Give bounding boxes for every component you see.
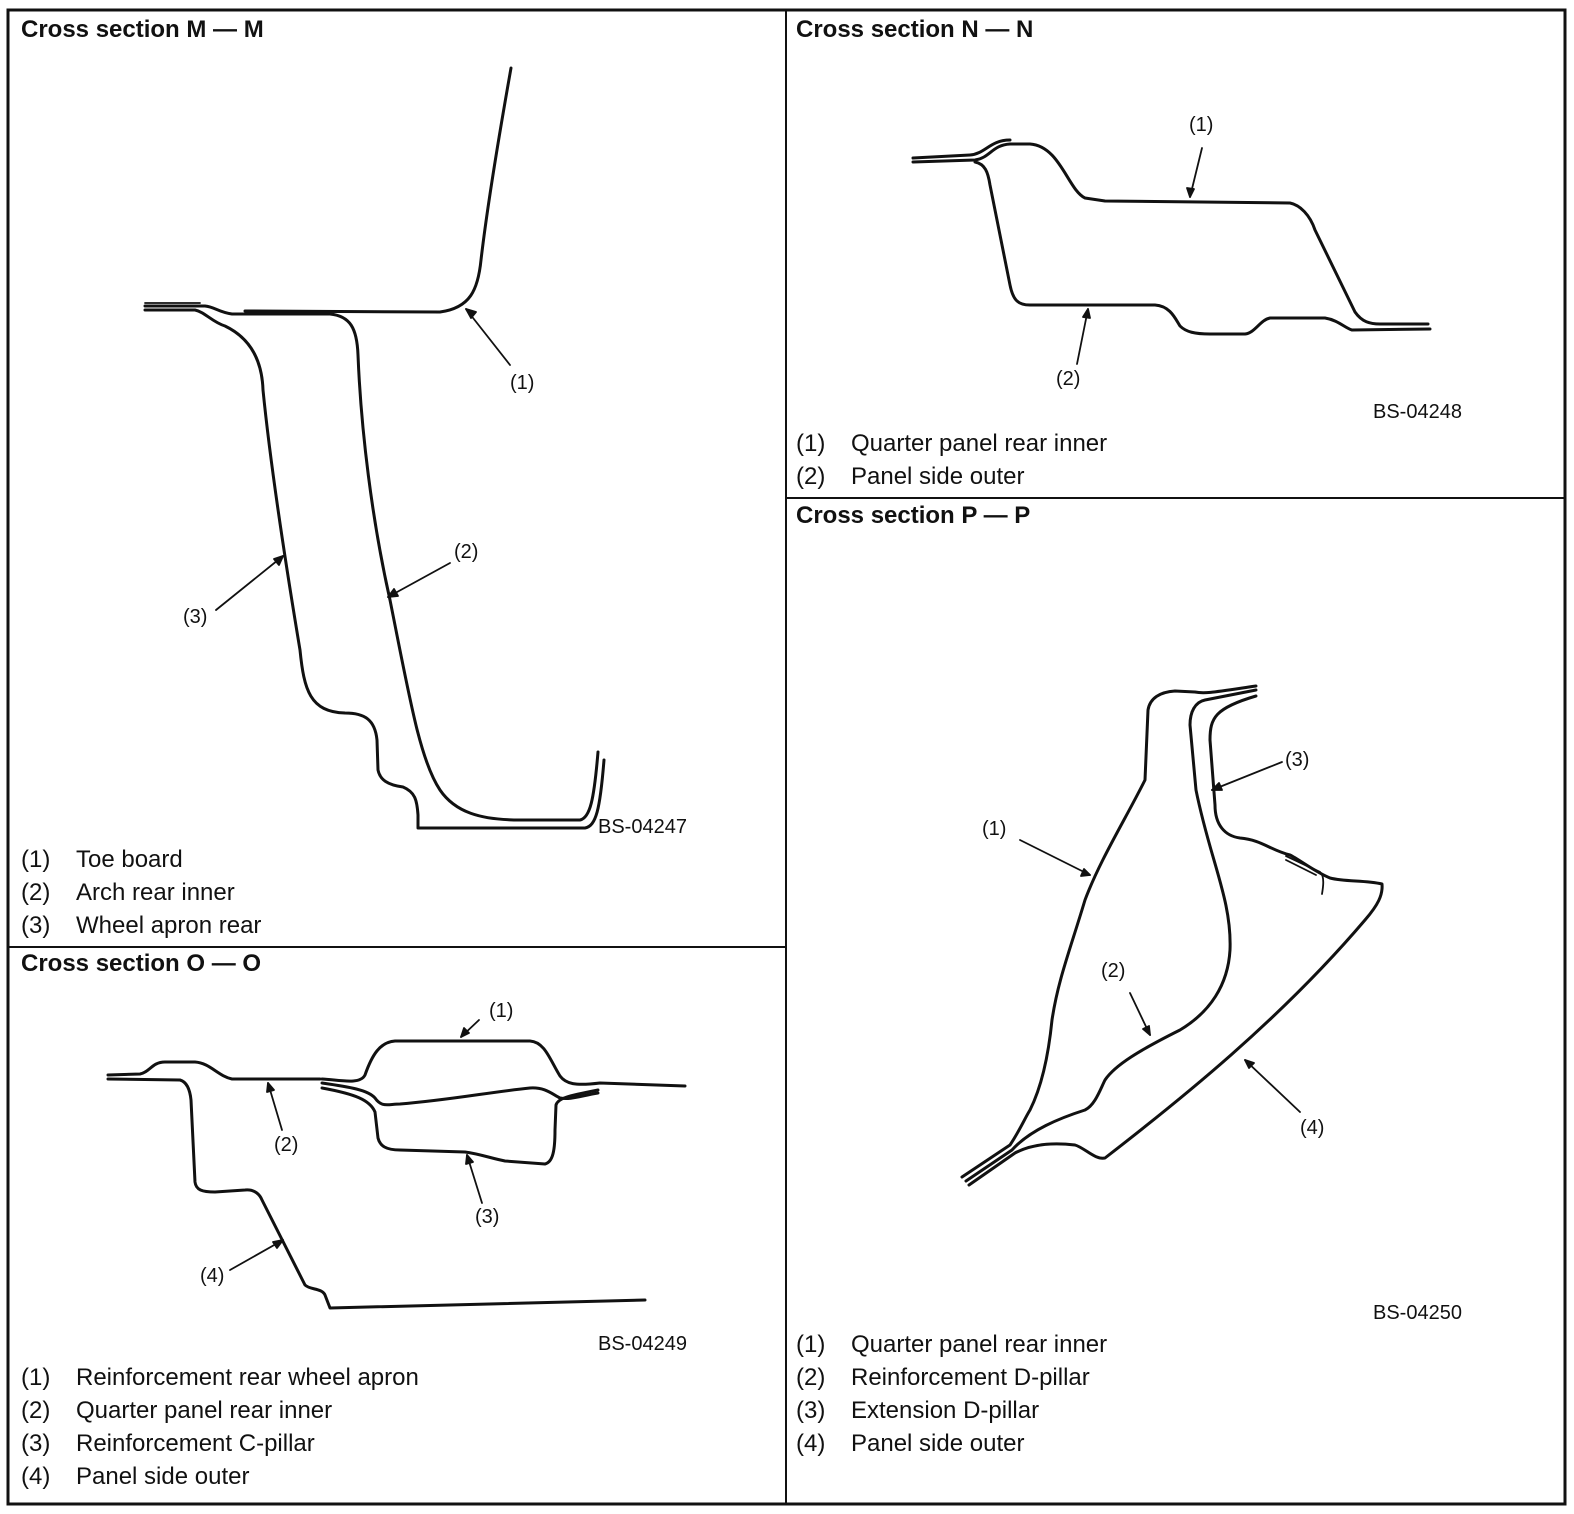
section-m-figure-code: BS-04247: [598, 816, 687, 838]
section-m-callout-2: (2): [454, 541, 479, 563]
section-n-legend: (1) Quarter panel rear inner (2) Panel sid…: [796, 427, 1107, 493]
legend-item: (1) Quarter panel rear inner: [796, 1328, 1107, 1361]
legend-number: (1): [21, 846, 51, 873]
legend-item: (4) Panel side outer: [21, 1460, 419, 1493]
section-p-callout-2: (2): [1101, 960, 1126, 982]
legend-number: (1): [21, 1364, 51, 1391]
legend-item: (2) Quarter panel rear inner: [21, 1394, 419, 1427]
legend-label: Reinforcement C-pillar: [76, 1430, 315, 1457]
section-n-callout-2: (2): [1056, 368, 1081, 390]
legend-number: (1): [796, 1331, 826, 1358]
section-p-drawing: [960, 684, 1384, 1187]
legend-label: Arch rear inner: [76, 879, 235, 906]
section-p-callout-1: (1): [982, 818, 1007, 840]
legend-number: (2): [21, 879, 51, 906]
section-o-callout-4: (4): [200, 1265, 225, 1287]
section-m-legend: (1) Toe board (2) Arch rear inner (3) Wheel…: [21, 843, 261, 942]
legend-item: (3) Reinforcement C-pillar: [21, 1427, 419, 1460]
section-m-callout-3: (3): [183, 606, 208, 628]
legend-number: (3): [21, 912, 51, 939]
section-m-title: Cross section M — M: [21, 16, 264, 43]
legend-label: Extension D-pillar: [851, 1397, 1040, 1424]
legend-item: (3) Extension D-pillar: [796, 1394, 1107, 1427]
section-o-title: Cross section O — O: [21, 950, 262, 977]
legend-number: (3): [796, 1397, 826, 1424]
section-p-legend: (1) Quarter panel rear inner (2) Reinforce…: [796, 1328, 1107, 1460]
legend-label: Panel side outer: [851, 463, 1025, 490]
section-o-callout-1: (1): [489, 1000, 514, 1022]
section-n-leaders: [1076, 147, 1203, 365]
legend-number: (2): [796, 1364, 826, 1391]
toe-board-line: [243, 66, 513, 314]
section-o-drawing: [106, 1039, 687, 1310]
legend-label: Quarter panel rear inner: [76, 1397, 333, 1424]
legend-label: Panel side outer: [851, 1430, 1025, 1457]
section-p-figure-code: BS-04250: [1373, 1302, 1462, 1324]
legend-item: (3) Wheel apron rear: [21, 909, 261, 942]
legend-number: (4): [21, 1463, 51, 1490]
section-p-callout-3: (3): [1285, 749, 1310, 771]
legend-label: Quarter panel rear inner: [851, 1331, 1108, 1358]
legend-label: Toe board: [76, 846, 183, 873]
legend-item: (1) Reinforcement rear wheel apron: [21, 1361, 419, 1394]
legend-item: (1) Quarter panel rear inner: [796, 427, 1107, 460]
section-m-leaders: [215, 308, 511, 611]
section-p-callout-4: (4): [1300, 1117, 1325, 1139]
legend-item: (2) Arch rear inner: [21, 876, 261, 909]
section-o-figure-code: BS-04249: [598, 1333, 687, 1355]
section-p-title: Cross section P — P: [796, 502, 1031, 529]
legend-number: (2): [796, 463, 826, 490]
legend-label: Panel side outer: [76, 1463, 250, 1490]
section-n-title: Cross section N — N: [796, 16, 1034, 43]
legend-label: Reinforcement rear wheel apron: [76, 1364, 419, 1391]
section-o-leaders: [229, 1019, 483, 1271]
legend-number: (1): [796, 430, 826, 457]
section-n-drawing: [911, 138, 1432, 336]
legend-item: (2) Reinforcement D-pillar: [796, 1361, 1107, 1394]
legend-label: Reinforcement D-pillar: [851, 1364, 1090, 1391]
legend-label: Quarter panel rear inner: [851, 430, 1108, 457]
section-m-drawing: [143, 66, 606, 830]
legend-item: (4) Panel side outer: [796, 1427, 1107, 1460]
section-o-legend: (1) Reinforcement rear wheel apron (2) Qua…: [21, 1361, 419, 1493]
legend-label: Wheel apron rear: [76, 912, 262, 939]
legend-item: (2) Panel side outer: [796, 460, 1107, 493]
section-n-callout-1: (1): [1189, 114, 1214, 136]
section-m-callout-1: (1): [510, 372, 535, 394]
legend-item: (1) Toe board: [21, 843, 261, 876]
section-o-callout-2: (2): [274, 1134, 299, 1156]
legend-number: (3): [21, 1430, 51, 1457]
section-p-leaders: [1019, 761, 1301, 1113]
section-o-callout-3: (3): [475, 1206, 500, 1228]
section-n-figure-code: BS-04248: [1373, 401, 1462, 423]
legend-number: (4): [796, 1430, 826, 1457]
legend-number: (2): [21, 1397, 51, 1424]
